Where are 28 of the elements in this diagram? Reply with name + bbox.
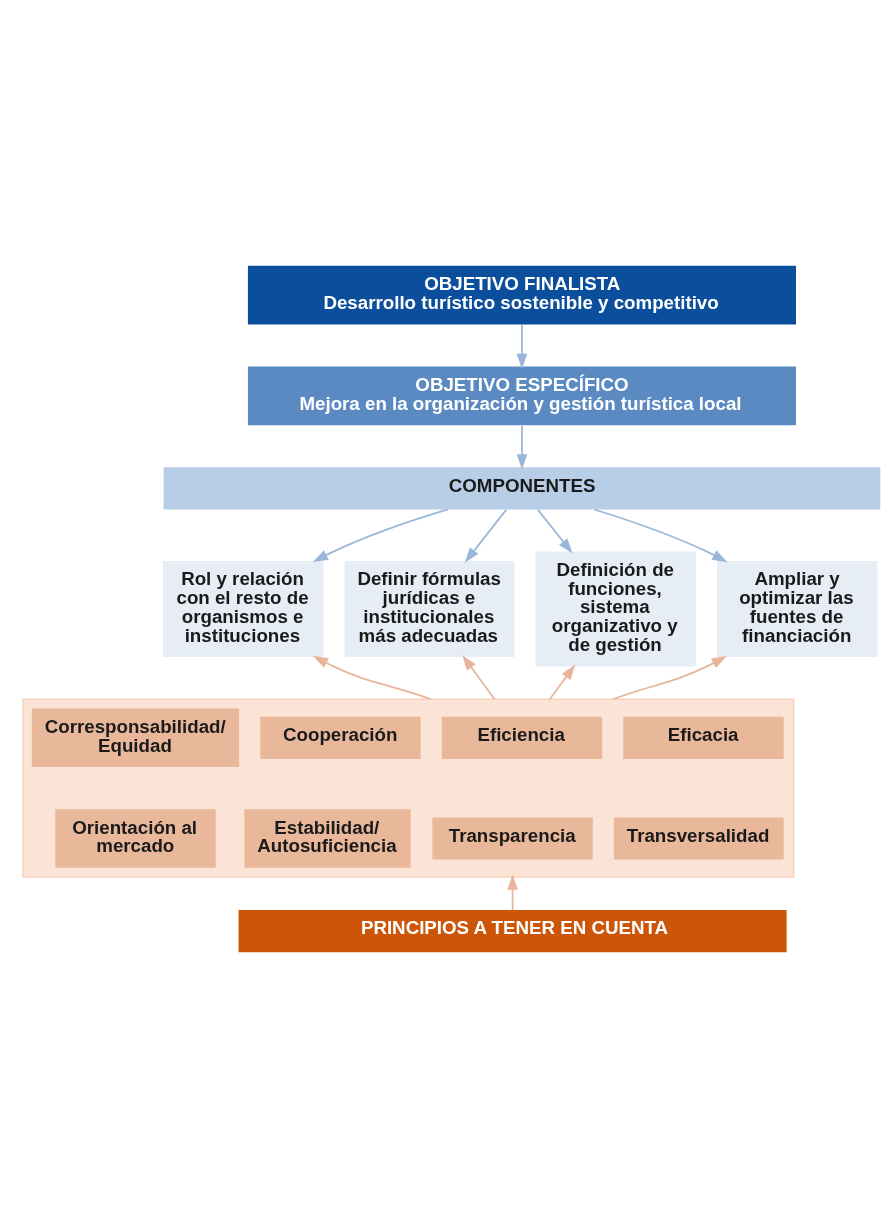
arrow [548,664,575,700]
node-box: Cooperación [259,716,421,759]
node-box: Ampliar y optimizar las fuentes de financiación [716,560,877,657]
arrow [592,508,727,562]
node-box: Definir fórmulas jurídicas e institucionales más adecuadas [344,560,514,657]
arrow [464,508,507,563]
arrow [516,424,527,469]
node-box: Corresponsabilidad/ Equidad [31,708,239,767]
node-box: Transparencia [431,816,593,860]
node-box: Definición de funciones, sistema organizativo y de gestión [534,551,696,666]
node-box: Transversalidad [613,816,784,860]
arrow [461,654,495,700]
node-box: Eficacia [622,716,784,759]
arrow [536,508,573,554]
node-box: COMPONENTES [163,466,880,509]
cluster [21,698,794,878]
arrow [611,655,727,700]
node-box: PRINCIPIOS A TENER EN CUENTA [238,909,787,952]
node-box: OBJETIVO FINALISTA Desarrollo turístico sostenible y competitivo [247,265,796,324]
node-box: Orientación al mercado [54,808,216,868]
node-box: Estabilidad/ Autosuficiencia [243,808,411,868]
arrow [312,655,431,700]
arrow [506,874,518,911]
node-box: OBJETIVO ESPECÍFICO Mejora en la organización y gestión turística local [247,366,796,425]
arrow [516,323,527,369]
arrow [312,508,449,562]
node-box: Rol y relación con el resto de organismos e instituciones [162,560,323,657]
node-box: Eficiencia [441,716,602,759]
